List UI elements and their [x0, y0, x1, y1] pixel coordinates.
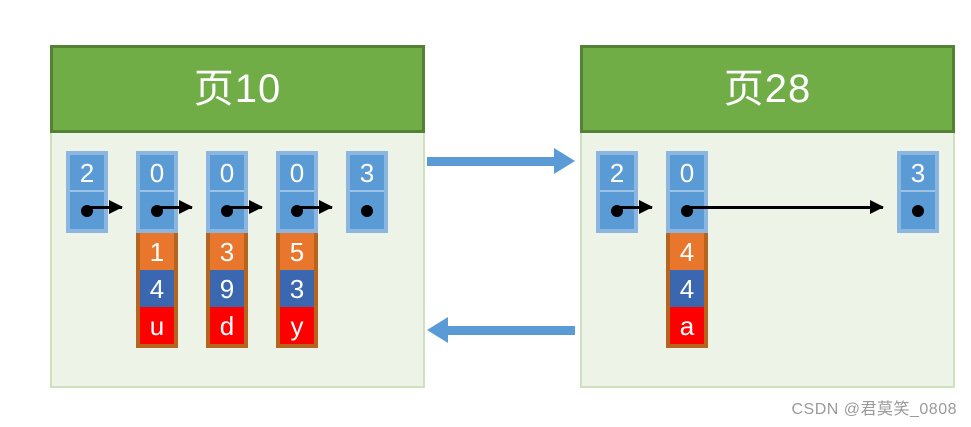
pointer-dot-icon: [361, 204, 373, 217]
node-pointer: [140, 192, 174, 229]
record-node[interactable]: 0 1 4 u: [136, 151, 178, 348]
record-node[interactable]: 2: [66, 151, 108, 233]
record-next-arrow-icon: [297, 200, 333, 214]
node-pointer: [670, 192, 704, 229]
record-node[interactable]: 0 3 9 d: [206, 151, 248, 348]
record-node[interactable]: 3: [346, 151, 388, 233]
watermark: CSDN @君莫笑_0808: [791, 401, 957, 418]
node-key: 2: [70, 155, 104, 192]
node-key: 2: [600, 155, 634, 192]
node-pointer: [350, 192, 384, 229]
node-data-stack: 1 4 u: [136, 233, 178, 348]
record-node[interactable]: 2: [596, 151, 638, 233]
node-key: 3: [350, 155, 384, 192]
node-data-cell: 5: [280, 233, 314, 270]
node-pointer: [70, 192, 104, 229]
pointer-dot-icon: [912, 204, 924, 217]
node-data-cell: 9: [210, 270, 244, 307]
node-key: 0: [140, 155, 174, 192]
node-data-cell: 1: [140, 233, 174, 270]
prev-page-link-arrow-icon: [427, 317, 575, 343]
node-data-cell: 4: [670, 233, 704, 270]
node-head: 2: [66, 151, 108, 233]
record-next-arrow-icon: [687, 200, 884, 214]
node-pointer: [280, 192, 314, 229]
record-node[interactable]: 0 4 4 a: [666, 151, 708, 348]
node-pointer: [600, 192, 634, 229]
node-data-cell: d: [210, 307, 244, 344]
page-panel-10: 页10 2 0 1: [50, 45, 425, 388]
node-head: 3: [897, 151, 939, 233]
node-head: 2: [596, 151, 638, 233]
node-data-cell: 4: [140, 270, 174, 307]
node-data-cell: y: [280, 307, 314, 344]
page-panel-28: 页28 2 0 4: [580, 45, 955, 388]
node-data-cell: u: [140, 307, 174, 344]
record-node[interactable]: 3: [897, 151, 939, 233]
record-node[interactable]: 0 5 3 y: [276, 151, 318, 348]
record-next-arrow-icon: [157, 200, 193, 214]
node-pointer: [210, 192, 244, 229]
node-data-cell: a: [670, 307, 704, 344]
node-key: 0: [670, 155, 704, 192]
record-next-arrow-icon: [227, 200, 263, 214]
node-data-cell: 3: [280, 270, 314, 307]
node-head: 0: [666, 151, 708, 233]
page-body-10: 2 0 1 4 u: [50, 133, 425, 388]
node-head: 0: [206, 151, 248, 233]
page-title-10: 页10: [50, 45, 425, 133]
page-body-28: 2 0 4 4 a: [580, 133, 955, 388]
node-key: 3: [901, 155, 935, 192]
next-page-link-arrow-icon: [427, 148, 575, 174]
record-next-arrow-icon: [617, 200, 653, 214]
node-head: 3: [346, 151, 388, 233]
node-data-cell: 3: [210, 233, 244, 270]
page-title-28: 页28: [580, 45, 955, 133]
record-next-arrow-icon: [87, 200, 123, 214]
node-head: 0: [136, 151, 178, 233]
node-data-cell: 4: [670, 270, 704, 307]
node-data-stack: 4 4 a: [666, 233, 708, 348]
node-key: 0: [210, 155, 244, 192]
node-pointer: [901, 192, 935, 229]
node-key: 0: [280, 155, 314, 192]
node-head: 0: [276, 151, 318, 233]
node-data-stack: 5 3 y: [276, 233, 318, 348]
node-data-stack: 3 9 d: [206, 233, 248, 348]
